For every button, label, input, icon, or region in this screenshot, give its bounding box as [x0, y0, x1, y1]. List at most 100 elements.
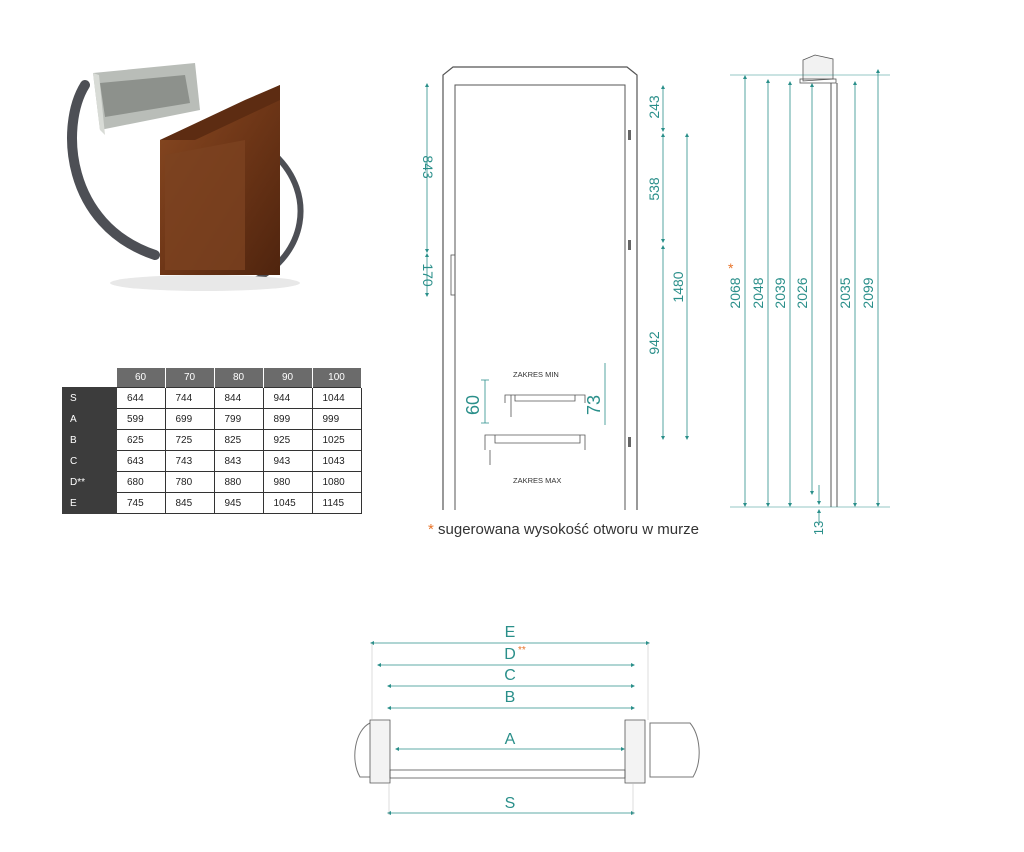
col-header: 100: [312, 368, 362, 388]
swoosh-arc: [67, 80, 160, 260]
label-S: S: [505, 795, 516, 812]
label-C: C: [504, 667, 516, 684]
height-2068: 2068: [727, 277, 743, 308]
table-cell: 699: [164, 408, 215, 430]
metal-profile-lip: [93, 73, 105, 135]
table-cell: 1044: [311, 387, 362, 409]
frame-head-base: [799, 78, 837, 84]
table-cell: 745: [116, 492, 166, 514]
table-corner: [63, 368, 117, 388]
note-asterisk: *: [428, 521, 434, 538]
table-cell: 680: [116, 471, 166, 493]
dim-handle-top: 843: [420, 155, 436, 179]
frame-head-profile: [802, 54, 834, 82]
table-cell: 743: [164, 450, 215, 472]
col-header: 70: [165, 368, 215, 388]
height-2039: 2039: [772, 277, 788, 308]
table-cell: 825: [213, 429, 264, 451]
col-header: 90: [263, 368, 313, 388]
frame-edge: [160, 85, 280, 140]
frame-product-photo: [67, 63, 304, 291]
table-cell: 980: [262, 471, 313, 493]
table-row: D** 680 780 880 980 1080: [62, 471, 362, 493]
row-label: A: [62, 408, 117, 430]
label-D: D: [504, 646, 516, 663]
photo-shadow: [110, 275, 300, 291]
wall-right: [649, 722, 700, 778]
frame-left-profile: [369, 719, 391, 784]
table-cell: 1145: [311, 492, 362, 514]
range-min-label: ZAKRES MIN: [513, 370, 559, 379]
label-E: E: [505, 624, 516, 641]
row-label: E: [62, 492, 117, 514]
table-cell: 845: [164, 492, 215, 514]
frame-right-profile: [624, 719, 646, 784]
bottom-gap: 13: [811, 521, 826, 535]
table-cell: 1045: [262, 492, 313, 514]
table-cell: 799: [213, 408, 264, 430]
table-cell: 780: [164, 471, 215, 493]
table-cell: 844: [213, 387, 264, 409]
dim-hinge-total: 1480: [670, 271, 686, 302]
height-2026: 2026: [794, 277, 810, 308]
dimensions-table: 60 70 80 90 100 S 644 744 844 944 1044 A…: [62, 368, 362, 514]
range-max-profile: [484, 434, 586, 465]
frame-inner: [454, 84, 626, 510]
table-cell: 1080: [311, 471, 362, 493]
dim-range-min: 60: [463, 395, 483, 415]
metal-profile-inner: [100, 75, 190, 117]
row-label: C: [62, 450, 117, 472]
row-label: B: [62, 429, 117, 451]
table-cell: 643: [116, 450, 166, 472]
table-header-row: 60 70 80 90 100: [63, 368, 362, 388]
frame-outer: [442, 66, 638, 510]
table-cell: 943: [262, 450, 313, 472]
hinge-middle: [628, 240, 631, 250]
table-cell: 1043: [311, 450, 362, 472]
table-cell: 725: [164, 429, 215, 451]
height-2048: 2048: [750, 277, 766, 308]
frame-plan-view: E D ** C B A S: [354, 624, 700, 815]
label-A: A: [505, 731, 516, 748]
range-max-label: ZAKRES MAX: [513, 476, 561, 485]
table-cell: 999: [311, 408, 362, 430]
lock-plate: [450, 254, 456, 296]
label-D-mark: **: [518, 645, 526, 656]
height-2099: 2099: [860, 277, 876, 308]
table-cell: 599: [116, 408, 166, 430]
dim-hinge-2: 942: [646, 331, 662, 355]
frame-side-section: 2068 * 2048 2039 2026 2035 2099 13: [727, 54, 890, 535]
hinge-top: [628, 130, 631, 140]
col-header: 60: [116, 368, 166, 388]
label-B: B: [505, 689, 516, 706]
range-min-dim-line: [481, 379, 489, 424]
table-cell: 744: [164, 387, 215, 409]
table-row: A 599 699 799 899 999: [62, 408, 362, 430]
door-leaf: [389, 769, 626, 779]
table-cell: 925: [262, 429, 313, 451]
range-min-profile: [504, 394, 586, 417]
table-cell: 1025: [311, 429, 362, 451]
frame-face: [165, 140, 245, 270]
table-cell: 944: [262, 387, 313, 409]
height-2035: 2035: [837, 277, 853, 308]
table-cell: 880: [213, 471, 264, 493]
wall-opening-note: * sugerowana wysokość otworu w murze: [428, 521, 699, 538]
hinge-bottom: [628, 437, 631, 447]
table-row: S 644 744 844 944 1044: [62, 387, 362, 409]
table-cell: 644: [116, 387, 166, 409]
door-frame-elevation: 843 170 243 538 942 1480 ZAKRES MIN 60 7…: [420, 66, 689, 510]
table-row: E 745 845 945 1045 1145: [62, 492, 362, 514]
table-row: C 643 743 843 943 1043: [62, 450, 362, 472]
suggested-asterisk: *: [728, 260, 734, 276]
row-label: D**: [62, 471, 117, 493]
table-cell: 899: [262, 408, 313, 430]
table-row: B 625 725 825 925 1025: [62, 429, 362, 451]
dim-handle-height: 170: [420, 263, 436, 287]
dim-hinge-gap: 243: [646, 95, 662, 119]
row-label: S: [62, 387, 117, 409]
dim-range-max: 73: [584, 395, 604, 415]
table-cell: 625: [116, 429, 166, 451]
table-cell: 843: [213, 450, 264, 472]
col-header: 80: [214, 368, 264, 388]
